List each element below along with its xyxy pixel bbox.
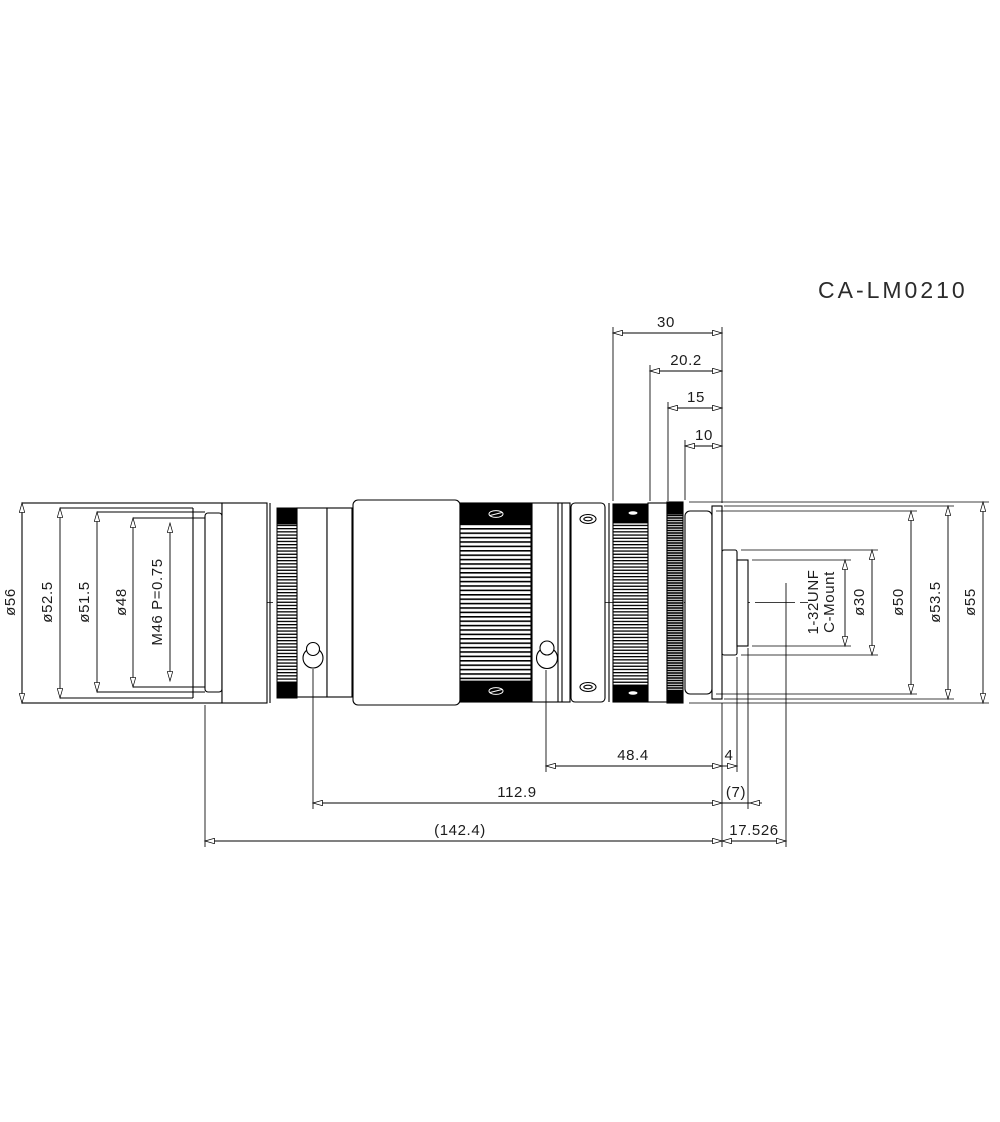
dimension-dia-30: ø30 (851, 550, 872, 655)
c-mount-thread (736, 559, 749, 647)
c-mount-stub (721, 549, 738, 656)
cap-screw-icon (488, 510, 504, 518)
svg-text:10: 10 (695, 427, 713, 444)
svg-text:(7): (7) (726, 784, 746, 801)
set-screw-knob-1 (302, 641, 324, 669)
mount-flange-plate (711, 505, 723, 700)
svg-text:30: 30 (657, 314, 675, 331)
svg-text:ø55: ø55 (962, 588, 979, 616)
screw-collar (570, 502, 606, 703)
rear-barrel (684, 510, 713, 695)
slotted-screw-icon (579, 681, 597, 693)
lock-section (531, 502, 571, 703)
svg-text:C-Mount: C-Mount (821, 571, 838, 633)
svg-text:112.9: 112.9 (497, 784, 536, 801)
svg-text:ø53.5: ø53.5 (927, 581, 944, 622)
knurled-ring-front (276, 507, 298, 699)
svg-text:ø48: ø48 (113, 588, 130, 616)
dimension-48-4: 48.4 (546, 747, 722, 766)
cap-screw-icon (488, 687, 504, 695)
dimension-c-mount-thread: 1-32UNF C-Mount (805, 560, 845, 646)
dimension-dia-53-5: ø53.5 (927, 506, 948, 699)
main-barrel (352, 499, 461, 706)
slotted-screw-icon (579, 513, 597, 525)
mini-screw-icon (628, 691, 638, 695)
svg-text:1-32UNF: 1-32UNF (805, 569, 822, 634)
dimension-dia-50: ø50 (890, 511, 911, 694)
focus-ring (459, 502, 532, 703)
dimension-top-10: 10 (685, 427, 722, 446)
lens-body (21, 499, 749, 706)
svg-text:17.526: 17.526 (729, 822, 778, 839)
dimension-top-15: 15 (668, 389, 722, 408)
drawing-title: CA-LM0210 (818, 277, 968, 303)
svg-text:ø50: ø50 (890, 588, 907, 616)
svg-text:M46 P=0.75: M46 P=0.75 (149, 558, 166, 645)
dimension-112-9: 112.9 (313, 784, 722, 803)
dimension-dia-48: ø48 (113, 518, 133, 687)
svg-text:48.4: 48.4 (617, 747, 649, 764)
spacer-section (221, 502, 268, 704)
dimension-top-30: 30 (613, 314, 722, 333)
dimension-4: 4 (722, 747, 737, 766)
dimension-17-526: 17.526 (722, 822, 786, 841)
svg-text:ø30: ø30 (851, 588, 868, 616)
svg-text:4: 4 (725, 747, 734, 764)
set-screw-knob-2 (535, 640, 559, 670)
extension-lines (204, 327, 989, 847)
rear-knurled-ring (666, 501, 684, 704)
svg-text:(142.4): (142.4) (434, 822, 486, 839)
iris-ring (612, 503, 649, 703)
dimension-top-20-2: 20.2 (650, 352, 722, 371)
mini-screw-icon (628, 511, 638, 515)
svg-text:15: 15 (687, 389, 705, 406)
svg-text:ø51.5: ø51.5 (76, 581, 93, 622)
dimension-dia-56: ø56 (2, 503, 22, 703)
dimension-7: (7) (722, 784, 762, 803)
dimension-dia-52-5: ø52.5 (39, 508, 60, 698)
svg-text:20.2: 20.2 (670, 352, 702, 369)
dimension-dia-51-5: ø51.5 (76, 512, 97, 692)
svg-text:ø52.5: ø52.5 (39, 581, 56, 622)
dimension-142-4: (142.4) (205, 822, 722, 841)
svg-text:ø56: ø56 (2, 588, 19, 616)
dimension-m46-thread: M46 P=0.75 (149, 523, 170, 681)
dimension-dia-55: ø55 (962, 502, 983, 703)
